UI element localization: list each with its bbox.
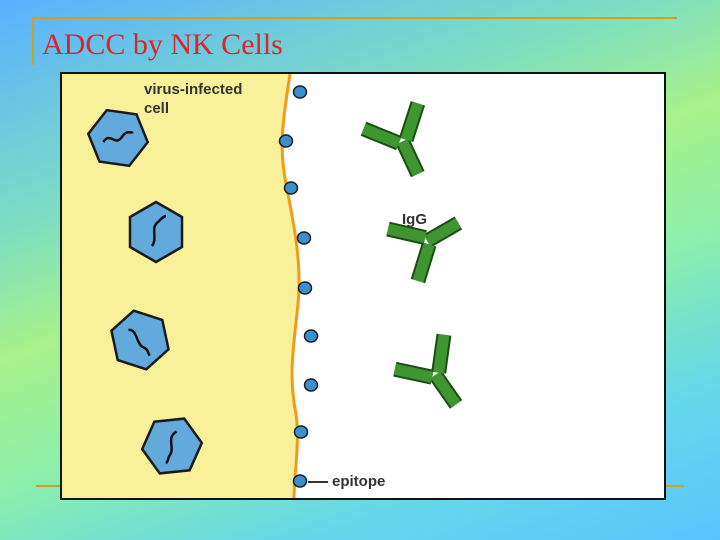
- igg-antibody: [386, 216, 463, 284]
- epitope: [292, 474, 308, 488]
- epitope: [278, 134, 294, 148]
- infected-cell-label-line1: virus-infected: [144, 81, 243, 98]
- epitope: [293, 425, 309, 439]
- slide-title: ADCC by NK Cells: [42, 28, 283, 61]
- virus-particle: [86, 108, 150, 168]
- igg-label: IgG: [402, 211, 427, 228]
- igg-antibody: [360, 101, 426, 178]
- epitope-label: epitope: [332, 473, 386, 490]
- virus-particle: [140, 417, 204, 475]
- left-rule: [32, 17, 34, 65]
- epitope: [296, 231, 312, 245]
- epitope: [283, 181, 299, 195]
- epitope-markers: [278, 85, 319, 488]
- virus-particle: [128, 200, 184, 264]
- infected-cell-label-line2: cell: [144, 100, 170, 117]
- epitope: [303, 329, 319, 343]
- igg-antibody: [393, 333, 463, 409]
- epitope: [303, 378, 319, 392]
- infected-cell-label: virus-infected cell: [144, 80, 242, 118]
- diagram-canvas: [62, 74, 463, 498]
- adcc-diagram: virus-infected cell IgG epitope: [60, 72, 666, 500]
- infected-cell-body: [62, 74, 300, 498]
- virus-particle: [110, 309, 170, 371]
- epitope: [297, 281, 313, 295]
- top-rule: [32, 17, 677, 19]
- epitope: [292, 85, 308, 99]
